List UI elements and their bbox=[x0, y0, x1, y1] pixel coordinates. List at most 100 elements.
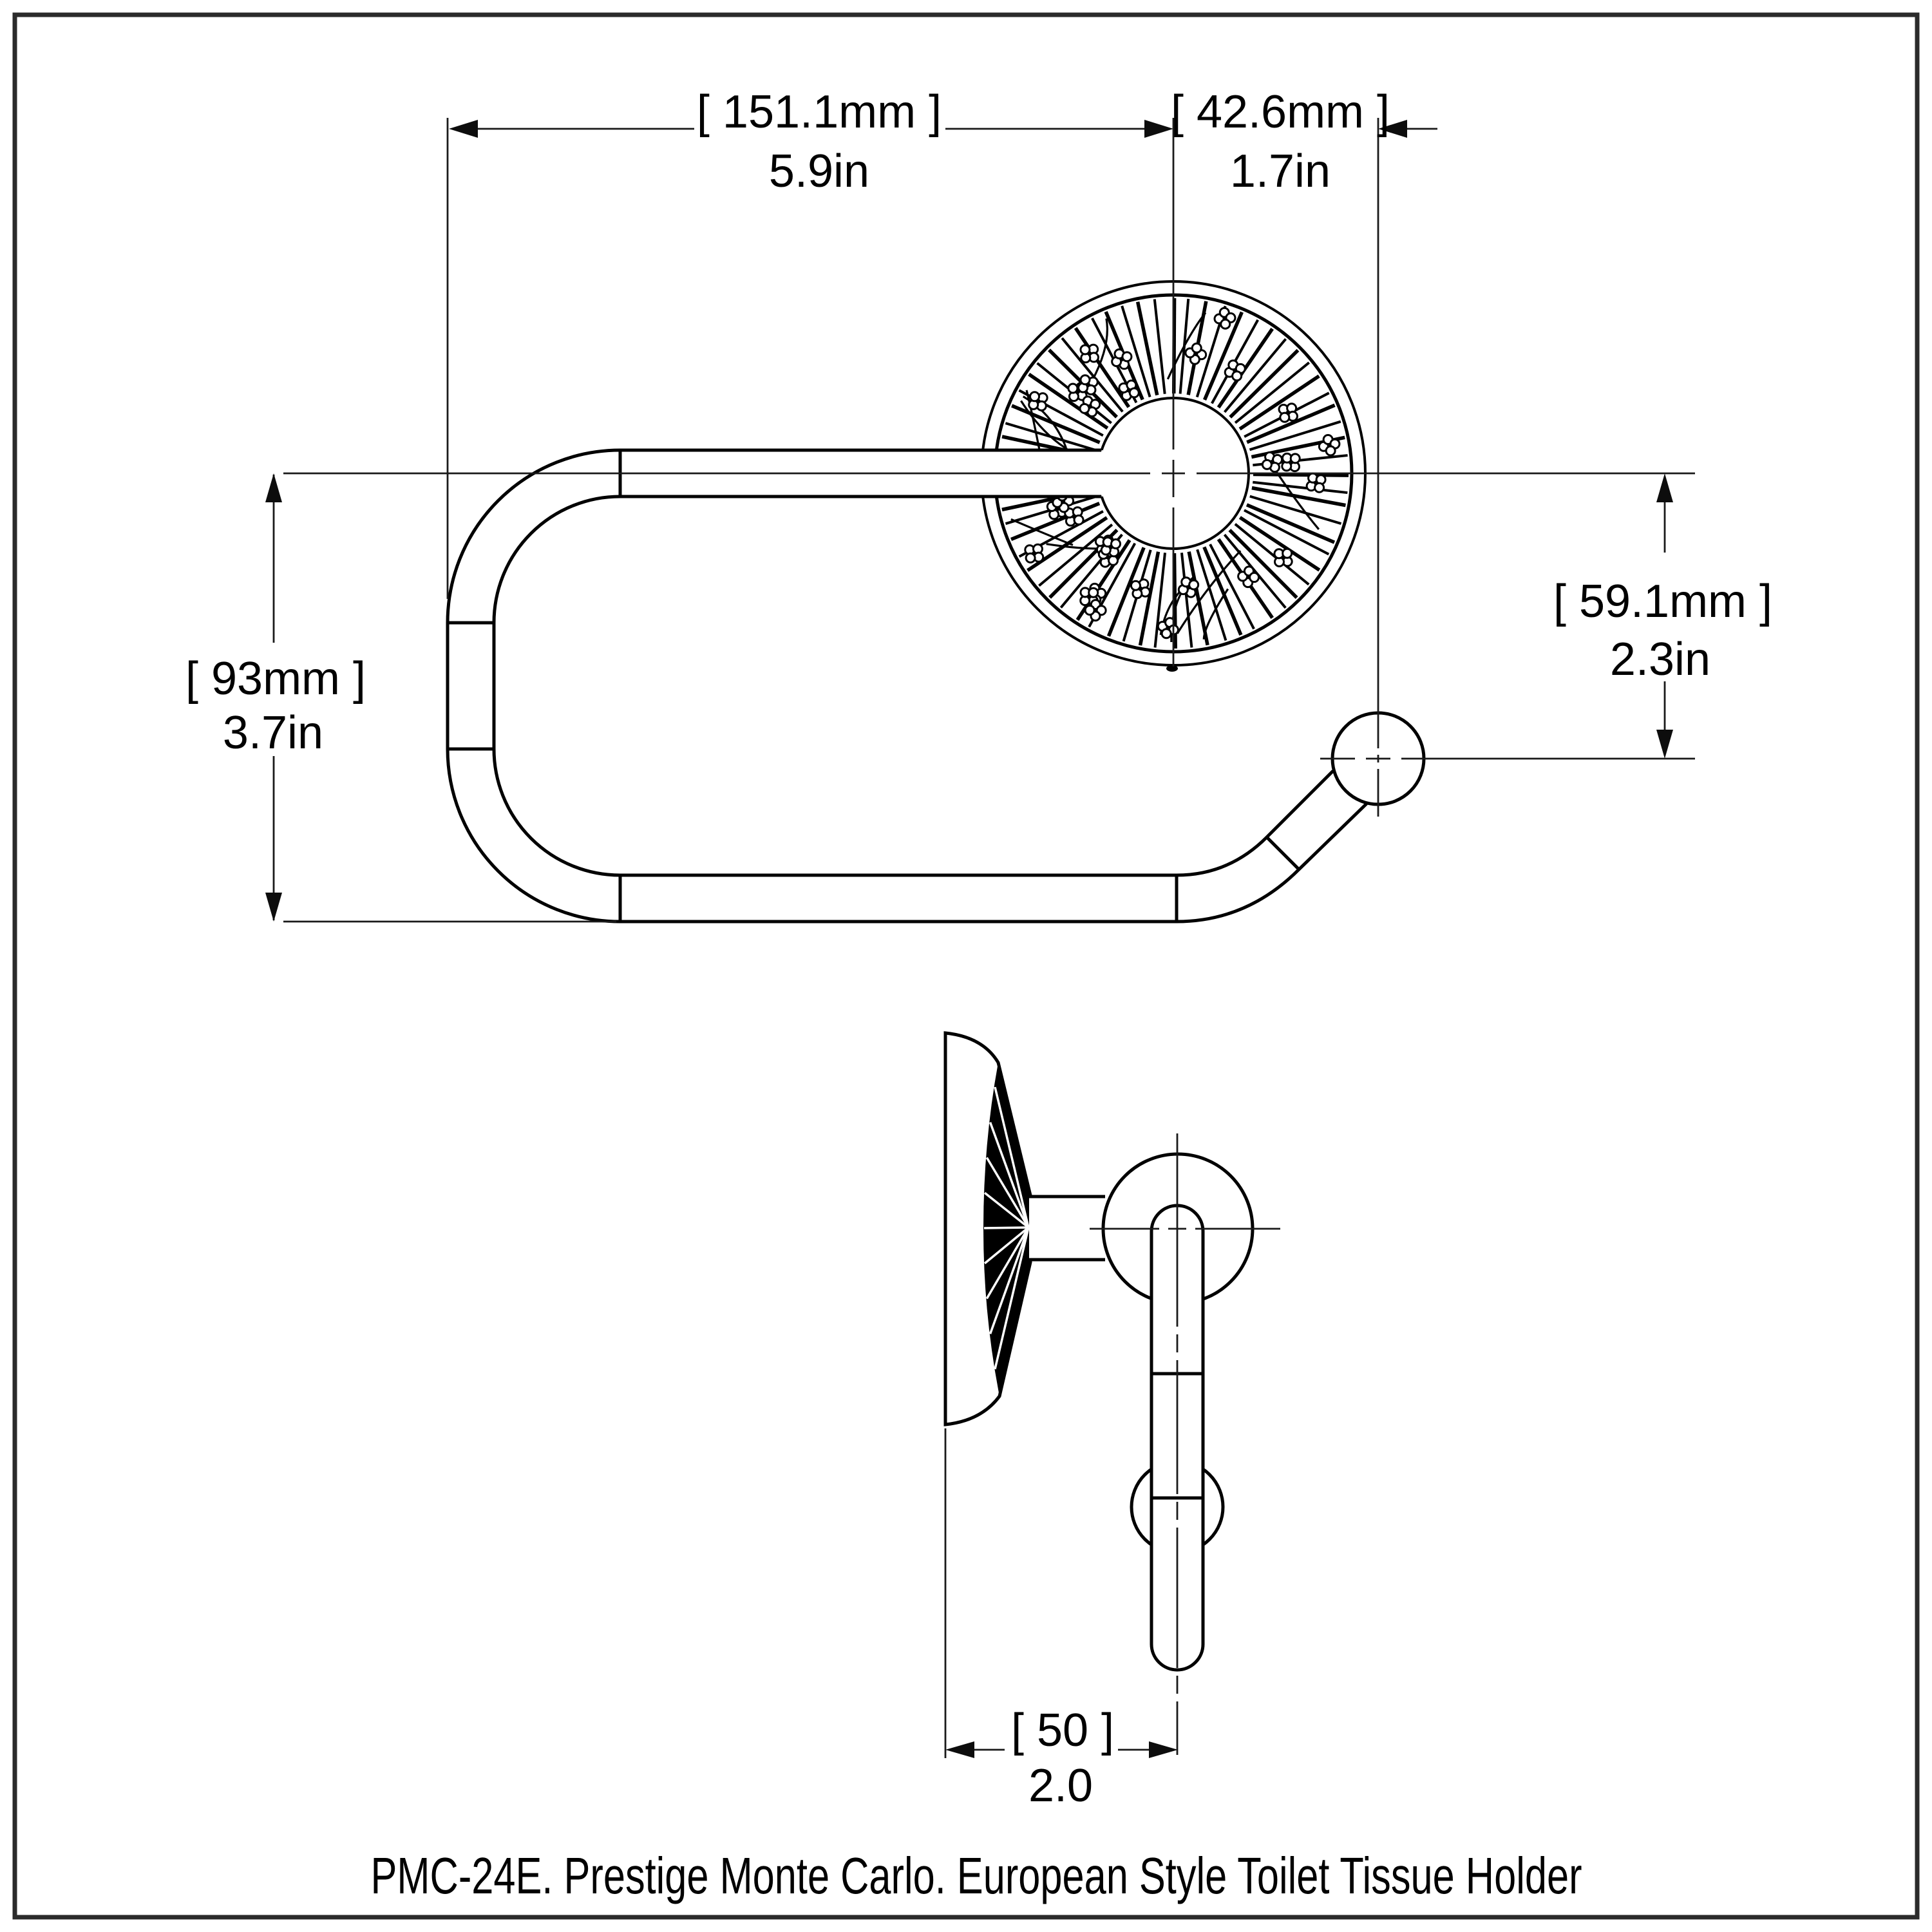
flower-center bbox=[1055, 507, 1059, 511]
ornament-spoke bbox=[1234, 523, 1310, 586]
ornament-spoke bbox=[1196, 549, 1227, 641]
flower-petal bbox=[1108, 554, 1119, 566]
stem-edges bbox=[1029, 1195, 1105, 1262]
flower-petal bbox=[1220, 318, 1231, 330]
ornament-spoke bbox=[1234, 361, 1310, 424]
dimension-wall-depth: [ 50 ] 2.0 bbox=[944, 1428, 1178, 1812]
flower-petal bbox=[1279, 412, 1291, 423]
flower-center bbox=[1270, 460, 1274, 464]
ornament-flower bbox=[1177, 576, 1200, 598]
ornament-flower bbox=[1100, 536, 1122, 558]
front-centerlines bbox=[283, 283, 1695, 817]
ornament-spoke bbox=[1246, 403, 1336, 444]
flower-center bbox=[1223, 316, 1227, 320]
ornament-spoke bbox=[1202, 311, 1244, 401]
ornament-vine bbox=[1010, 518, 1074, 546]
ornament-flower bbox=[1077, 374, 1099, 395]
ornament-flower bbox=[1261, 451, 1283, 473]
flower-petal bbox=[1289, 453, 1301, 464]
flower-center bbox=[1106, 555, 1110, 560]
ornament-flower bbox=[1130, 578, 1151, 600]
ornament-flower bbox=[1157, 617, 1179, 639]
ornament-spoke bbox=[1253, 472, 1349, 477]
dimension-label-mm: [ 59.1mm ] bbox=[1553, 576, 1772, 627]
flower-petal bbox=[1261, 459, 1273, 470]
arrowhead-right bbox=[1378, 120, 1407, 138]
arrowhead-bottom bbox=[265, 893, 282, 922]
arrowhead-left bbox=[945, 1741, 974, 1758]
flower-petal bbox=[1079, 402, 1090, 414]
flower-center bbox=[1246, 575, 1251, 579]
flower-petal bbox=[1128, 387, 1140, 399]
ornament-flower bbox=[1079, 343, 1099, 364]
dimension-label-in: 1.7in bbox=[1230, 146, 1331, 197]
flower-center bbox=[1075, 390, 1079, 394]
ornament-spoke bbox=[1138, 551, 1160, 646]
ornament-spoke bbox=[1245, 503, 1336, 544]
ornament-flower bbox=[1028, 391, 1048, 412]
plate-face-streak bbox=[983, 1226, 1029, 1229]
ornament-spoke bbox=[1202, 546, 1243, 636]
dimension-label-in: 5.9in bbox=[769, 146, 869, 197]
plate-face-streak bbox=[983, 1226, 1030, 1265]
arrowhead-right bbox=[1144, 120, 1173, 138]
ornament-spoke bbox=[1238, 374, 1320, 431]
flower-petal bbox=[1067, 383, 1079, 394]
ornament-spoke bbox=[1249, 420, 1341, 451]
flower-petal bbox=[1025, 552, 1036, 564]
arrowhead-right bbox=[1149, 1741, 1178, 1758]
ornament-spoke bbox=[1244, 509, 1330, 556]
ornament-spoke bbox=[1238, 516, 1321, 572]
ornament-vine bbox=[1091, 318, 1108, 381]
ornament-spoke bbox=[1135, 301, 1159, 396]
flower-petal bbox=[1079, 374, 1091, 386]
ornament-flower bbox=[1281, 452, 1301, 473]
flower-center bbox=[1109, 545, 1113, 549]
dimension-label-mm: [ 93mm ] bbox=[185, 653, 366, 705]
ornament-flower bbox=[1305, 472, 1327, 493]
side-mount-plate bbox=[943, 1031, 1032, 1426]
flower-center bbox=[1088, 352, 1092, 355]
flower-center bbox=[1289, 460, 1293, 464]
plate-face-streak bbox=[983, 1191, 1030, 1229]
dimension-label-in: 3.7in bbox=[223, 707, 323, 759]
plate-profile-streaks bbox=[983, 1086, 1030, 1370]
flower-center bbox=[1281, 556, 1285, 560]
ornament-spoke bbox=[1223, 533, 1287, 609]
ornament-flower bbox=[1079, 395, 1101, 417]
dimension-label-in: 2.3in bbox=[1610, 634, 1710, 685]
plate-face-streak bbox=[994, 1227, 1030, 1370]
ornament-spoke bbox=[1153, 299, 1166, 394]
flower-petal bbox=[1121, 351, 1133, 363]
ornament-spoke bbox=[1180, 553, 1193, 648]
flower-center bbox=[1032, 551, 1036, 556]
flower-petal bbox=[1110, 538, 1122, 549]
ornament-flower bbox=[1084, 599, 1107, 622]
border-frame bbox=[12, 12, 1920, 1920]
flower-petal bbox=[1188, 579, 1200, 591]
side-centerlines bbox=[1090, 1133, 1280, 1755]
dimension-overall-height: [ 93mm ] 3.7in bbox=[185, 473, 616, 923]
ornament-flower bbox=[1118, 379, 1140, 401]
dimension-overall-width: [ 151.1mm ] 5.9in bbox=[446, 86, 1173, 599]
plate-face-streak bbox=[985, 1157, 1030, 1228]
flower-center bbox=[1120, 357, 1124, 361]
flower-petal bbox=[1231, 370, 1243, 382]
ornament-spoke bbox=[1106, 547, 1146, 637]
flower-center bbox=[1327, 443, 1331, 447]
arrowhead-top bbox=[265, 473, 282, 502]
dimension-label-mm: [ 50 ] bbox=[1011, 1705, 1114, 1756]
ornament-spoke bbox=[1028, 372, 1109, 430]
flower-center bbox=[1314, 481, 1318, 485]
plate-face-streak bbox=[985, 1227, 1030, 1300]
mount-plate-ornament bbox=[998, 298, 1349, 649]
flower-petal bbox=[1249, 572, 1260, 583]
ornament-flower bbox=[1213, 307, 1236, 330]
ornament-vine bbox=[1176, 550, 1242, 634]
side-view: [ 50 ] 2.0 bbox=[943, 1031, 1280, 1812]
ornament-spoke bbox=[1011, 404, 1101, 444]
ornament-spoke bbox=[1010, 502, 1101, 542]
ornament-flower bbox=[1024, 543, 1045, 564]
flower-center bbox=[1086, 383, 1090, 387]
